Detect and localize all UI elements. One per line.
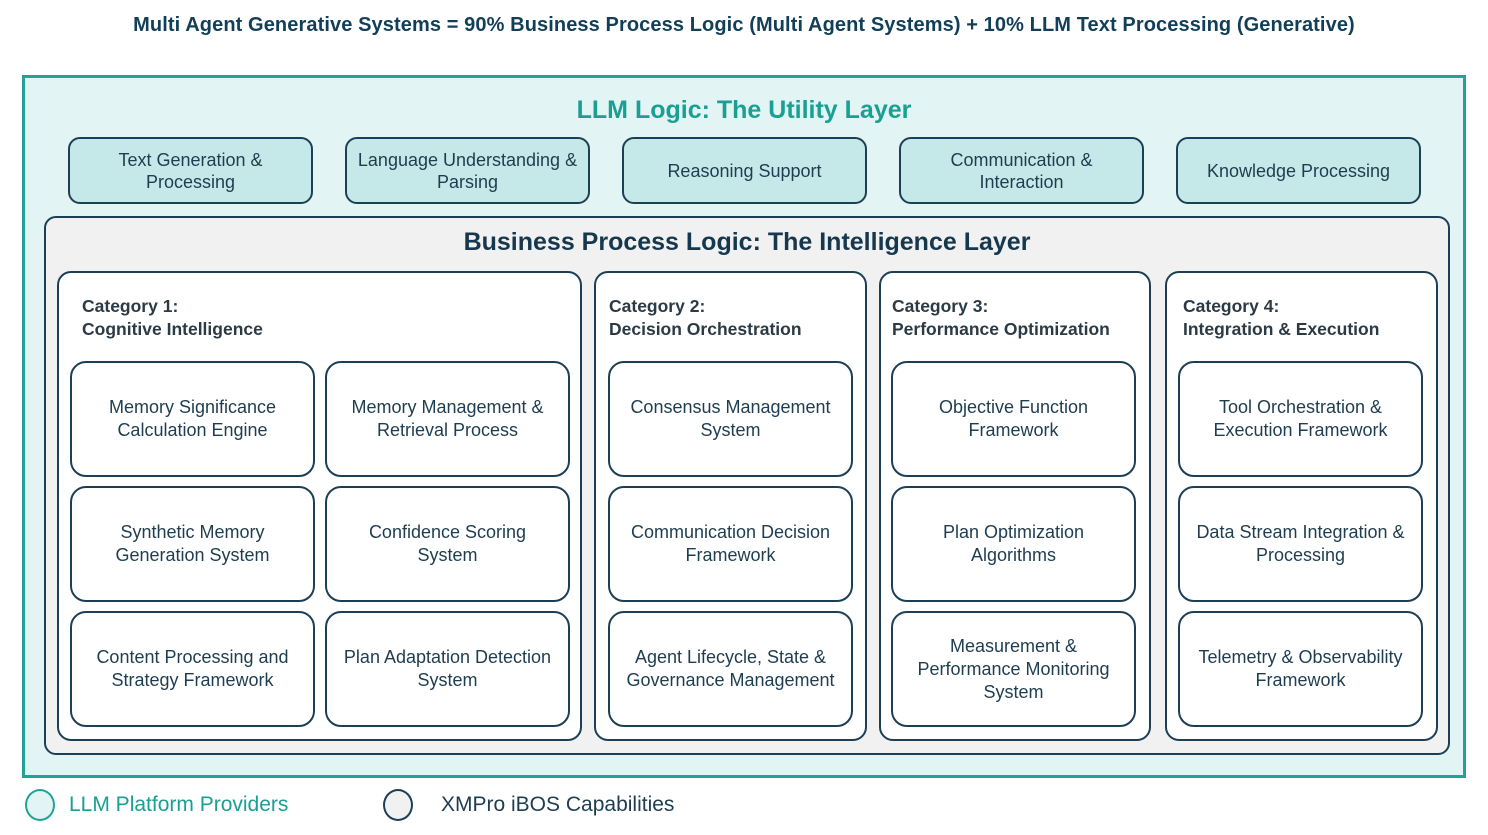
capability-box: Objective Function Framework (891, 361, 1136, 477)
capability-box: Tool Orchestration & Execution Framework (1178, 361, 1423, 477)
capability-box: Content Processing and Strategy Framewor… (70, 611, 315, 727)
capability-box: Agent Lifecycle, State & Governance Mana… (608, 611, 853, 727)
utility-layer: LLM Logic: The Utility Layer Text Genera… (22, 75, 1466, 778)
category-integration-execution: Category 4: Integration & Execution Tool… (1165, 271, 1438, 741)
legend-label: XMPro iBOS Capabilities (441, 793, 675, 816)
llm-capability-text-generation: Text Generation & Processing (68, 137, 313, 204)
llm-capability-communication: Communication & Interaction (899, 137, 1144, 204)
legend-item-llm-providers: LLM Platform Providers (25, 786, 288, 824)
capability-box: Synthetic Memory Generation System (70, 486, 315, 602)
category-title: Category 1: Cognitive Intelligence (82, 295, 263, 341)
diagram-title: Multi Agent Generative Systems = 90% Bus… (133, 14, 1355, 36)
category-title: Category 2: Decision Orchestration (609, 295, 802, 341)
capability-box: Consensus Management System (608, 361, 853, 477)
category-cognitive-intelligence: Category 1: Cognitive Intelligence Memor… (57, 271, 582, 741)
capability-box: Communication Decision Framework (608, 486, 853, 602)
category-name: Decision Orchestration (609, 319, 802, 339)
legend-label: LLM Platform Providers (69, 793, 289, 816)
category-performance-optimization: Category 3: Performance Optimization Obj… (879, 271, 1151, 741)
legend-item-xmpro-capabilities: XMPro iBOS Capabilities (383, 786, 674, 824)
intelligence-layer-title: Business Process Logic: The Intelligence… (463, 228, 1031, 256)
category-label: Category 3: (892, 296, 989, 316)
category-name: Integration & Execution (1183, 319, 1380, 339)
category-name: Cognitive Intelligence (82, 319, 263, 339)
llm-capability-knowledge-processing: Knowledge Processing (1176, 137, 1421, 204)
capability-box: Measurement & Performance Monitoring Sys… (891, 611, 1136, 727)
capability-box: Data Stream Integration & Processing (1178, 486, 1423, 602)
llm-capability-language-understanding: Language Understanding & Parsing (345, 137, 590, 204)
teal-circle-icon (25, 789, 55, 821)
category-title: Category 4: Integration & Execution (1183, 295, 1379, 341)
category-label: Category 1: (82, 296, 179, 316)
category-title: Category 3: Performance Optimization (892, 295, 1110, 341)
category-decision-orchestration: Category 2: Decision Orchestration Conse… (594, 271, 867, 741)
capability-box: Plan Optimization Algorithms (891, 486, 1136, 602)
capability-box: Telemetry & Observability Framework (1178, 611, 1423, 727)
category-label: Category 2: (609, 296, 706, 316)
llm-capability-reasoning-support: Reasoning Support (622, 137, 867, 204)
capability-box: Memory Management & Retrieval Process (325, 361, 570, 477)
capability-box: Plan Adaptation Detection System (325, 611, 570, 727)
intelligence-layer: Business Process Logic: The Intelligence… (44, 216, 1450, 755)
navy-circle-icon (383, 789, 413, 821)
capability-box: Memory Significance Calculation Engine (70, 361, 315, 477)
capability-box: Confidence Scoring System (325, 486, 570, 602)
category-label: Category 4: (1183, 296, 1280, 316)
category-name: Performance Optimization (892, 319, 1110, 339)
utility-layer-title: LLM Logic: The Utility Layer (576, 96, 912, 124)
